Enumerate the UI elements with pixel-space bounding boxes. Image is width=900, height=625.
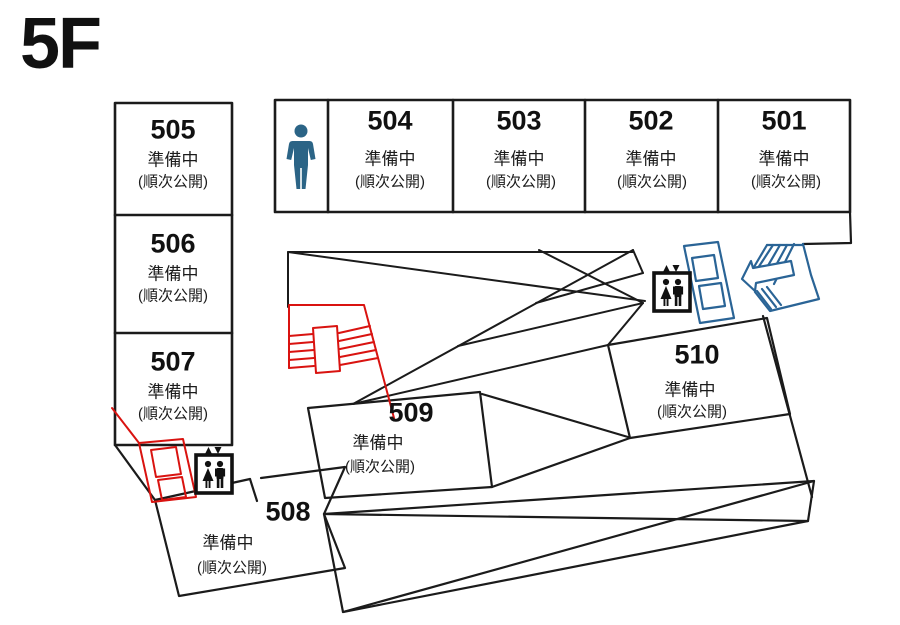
room-506-status2: (順次公開) bbox=[138, 287, 208, 305]
room-509-status: 準備中 bbox=[352, 433, 404, 453]
room-501-status: 準備中 bbox=[758, 149, 810, 169]
room-510-status: 準備中 bbox=[664, 380, 716, 400]
room-501-status2: (順次公開) bbox=[751, 173, 821, 191]
elevator-icon-lower bbox=[194, 447, 234, 495]
room-501-number: 501 bbox=[761, 105, 807, 136]
room-503-status2: (順次公開) bbox=[486, 173, 556, 191]
passengers-glyph bbox=[660, 278, 684, 306]
passengers-glyph bbox=[202, 460, 226, 488]
blue-staircase-icon bbox=[740, 242, 821, 313]
restroom-icon bbox=[286, 124, 316, 189]
right-notch bbox=[801, 210, 853, 246]
red-staircase-icon bbox=[288, 304, 395, 419]
room-504-status2: (順次公開) bbox=[355, 173, 425, 191]
corridor-lines bbox=[287, 249, 646, 405]
room-509-number: 509 bbox=[388, 397, 434, 428]
room-507-number: 507 bbox=[150, 346, 196, 377]
left-room-column bbox=[113, 101, 234, 447]
room-506-number: 506 bbox=[150, 228, 196, 259]
room-wing-lines bbox=[113, 314, 816, 614]
down-arrow-icon bbox=[214, 447, 222, 454]
room-503-number: 503 bbox=[496, 105, 542, 136]
down-arrow-icon bbox=[672, 265, 680, 272]
room-503-status: 準備中 bbox=[493, 149, 545, 169]
floor-title: 5F bbox=[20, 4, 102, 84]
up-arrow-icon bbox=[205, 447, 212, 454]
room-508-status: 準備中 bbox=[202, 533, 254, 553]
blue-circulation bbox=[682, 240, 821, 325]
room-506-status: 準備中 bbox=[147, 264, 199, 284]
room-510-number: 510 bbox=[674, 339, 720, 370]
room-502-number: 502 bbox=[628, 105, 674, 136]
red-escalator-icon bbox=[111, 407, 197, 503]
room-504-status: 準備中 bbox=[364, 149, 416, 169]
elevator-icon-upper bbox=[652, 265, 692, 313]
room-508-number: 508 bbox=[265, 496, 311, 527]
room-507-status: 準備中 bbox=[147, 382, 199, 402]
room-505-number: 505 bbox=[150, 114, 196, 145]
room-510-status2: (順次公開) bbox=[657, 403, 727, 421]
building-outline bbox=[113, 98, 853, 614]
room-504-number: 504 bbox=[367, 105, 413, 136]
room-508-status2: (順次公開) bbox=[197, 559, 267, 577]
room-505-status2: (順次公開) bbox=[138, 173, 208, 191]
blue-escalator-icon bbox=[682, 240, 736, 325]
room-502-status: 準備中 bbox=[625, 149, 677, 169]
room-507-status2: (順次公開) bbox=[138, 405, 208, 423]
red-circulation bbox=[111, 304, 395, 503]
room-502-status2: (順次公開) bbox=[617, 173, 687, 191]
room-509-status2: (順次公開) bbox=[345, 458, 415, 476]
up-arrow-icon bbox=[663, 265, 670, 272]
room-505-status: 準備中 bbox=[147, 150, 199, 170]
